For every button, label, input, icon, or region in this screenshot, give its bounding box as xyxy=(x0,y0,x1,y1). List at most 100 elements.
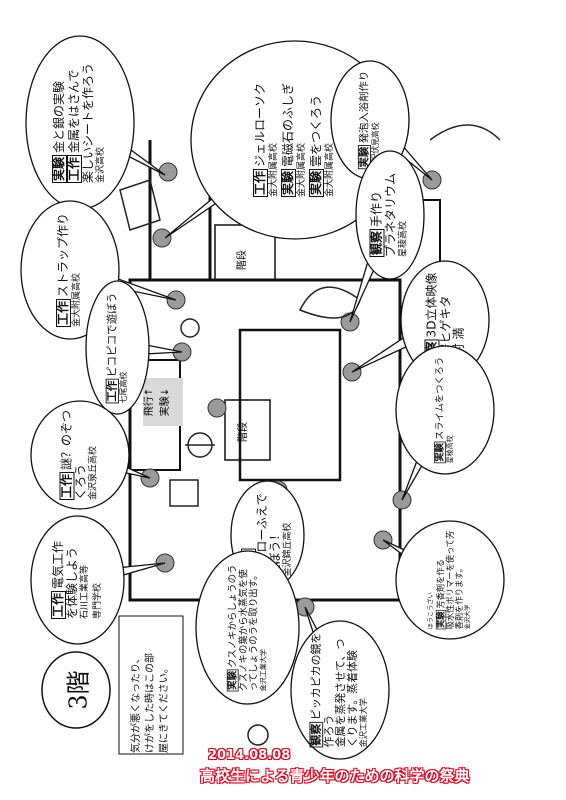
activity-text: 金属を蒸発させて、つ xyxy=(334,638,347,748)
bubble-outline xyxy=(395,345,495,501)
booth-bubble-electric: 工作電気工作を体験しよう石川工業高等専門学校 xyxy=(30,515,166,645)
bubble-row: 金大附属高校 xyxy=(71,213,84,327)
activity-text: 発泡入浴剤作り xyxy=(357,70,370,144)
school-name: 金大附属高校 xyxy=(72,273,82,328)
bubble-row: 工作電気工作 xyxy=(50,540,66,620)
activity-text: 作ろう xyxy=(322,714,335,748)
school-name: 石川工業高等 xyxy=(79,565,90,620)
category-tag: 観察 xyxy=(369,228,385,258)
activity-text: を体験しよう xyxy=(64,547,79,620)
activity-text: 謎？のぞつ xyxy=(59,409,74,470)
bubble-row: 星稜高校 xyxy=(446,357,456,463)
activity-text: 電磁石のふしぎ xyxy=(281,82,295,167)
bubble-text: 実験クスノキからしょうのうクスノキの葉から水蒸気を使ってしょうのうを取り出す。金… xyxy=(226,564,268,691)
bubble-ellipse xyxy=(395,345,495,475)
stairs-label-top: 階段 xyxy=(235,250,248,270)
activity-text: 香剤を作ります。 xyxy=(454,564,465,630)
activity-text: クスノキの葉から水蒸気を使 xyxy=(237,568,249,691)
activity-text: くろう xyxy=(73,464,88,501)
booth-bubble-slime: 実験スライムをつくろう星稜高校 xyxy=(395,345,495,501)
bubble-outline xyxy=(349,150,425,323)
bubble-row: 金沢工業大学 xyxy=(359,633,371,748)
category-tag: 実験 xyxy=(309,169,324,198)
school-name: 金沢工業大学 xyxy=(359,698,369,748)
booth-bubble-planetarium: 観察手作りプラネタリウム星稜高校 xyxy=(349,150,425,323)
first-aid-notice: 気分が悪くなったり、 けがをした時はこの部 屋にきてください。 xyxy=(118,615,184,755)
activity-text: 金属をはさんで xyxy=(67,69,81,153)
notice-line-1: 気分が悪くなったり、 xyxy=(131,653,142,753)
bubble-text: ほうこうざい実験芳香剤を作る吸水性ポリマーを使って芳香剤を作ります。金沢大学 xyxy=(427,531,473,630)
bubble-outline xyxy=(195,550,300,705)
bubble-row: 工作金属をはさんで xyxy=(67,62,82,183)
bubble-text: 工作電気工作を体験しよう石川工業高等専門学校 xyxy=(50,540,105,620)
category-tag: 工作 xyxy=(56,299,71,328)
school-name: 金沢泉丘高校 xyxy=(88,446,99,501)
notice-line-3: 屋にきてください。 xyxy=(159,663,170,753)
category-tag: 工作 xyxy=(67,154,82,183)
booth-bubble-mystery: 工作 謎？のぞつくろう金沢泉丘高校 xyxy=(30,400,151,510)
bubble-ellipse xyxy=(395,520,505,640)
bubble-row: 金沢高校 xyxy=(95,62,108,182)
bubble-ellipse xyxy=(290,620,390,760)
school-name: 七尾高校 xyxy=(119,371,129,403)
booth-bubble-mirror: 観察ピッカピカの鏡を作ろう金属を蒸発させて、つくります。蒸着体験金沢工業大学 xyxy=(290,606,390,760)
bubble-text: 工作 謎？のぞつくろう金沢泉丘高校 xyxy=(59,409,101,501)
bubble-ellipse xyxy=(195,550,300,705)
bubble-outline xyxy=(85,280,183,415)
bubble-row: 実験雲をつくろう xyxy=(309,83,324,198)
booth-bubble-gold-silver: 実験金と銀の実験工作金属をはさんで楽しいシートを作ろう金沢高校 xyxy=(25,35,166,210)
bubble-row: 香剤を作ります。 xyxy=(454,531,465,630)
activity-text: スライムをつくろう xyxy=(434,356,445,441)
bubble-row: 工作ピコピコで遊ぼう xyxy=(105,292,119,403)
school-name: 金大附属高校 xyxy=(297,143,307,198)
bubble-text: 工作ピコピコで遊ぼう七尾高校 xyxy=(105,292,130,403)
bubble-row: を体験しよう xyxy=(64,541,79,620)
bubble-text: 実験スライムをつくろう星稜高校 xyxy=(434,356,456,464)
bubble-row: 石川工業高等 xyxy=(79,541,92,619)
activity-text: くります。蒸着体験 xyxy=(345,650,359,748)
activity-text: ピコピコで遊ぼう xyxy=(105,292,118,377)
activity-text: クスノキからしょうのう xyxy=(226,564,238,668)
bubble-row: 実験クスノキからしょうのう xyxy=(226,564,239,691)
category-tag: 実験 xyxy=(52,154,67,183)
school-name: ほうこうざい xyxy=(427,592,435,630)
bubble-row: 金大附属高校 xyxy=(296,83,309,197)
floor-label-text: 3階 xyxy=(64,670,93,710)
bubble-outline xyxy=(30,400,151,510)
bubble-row: 金大附属高校 xyxy=(268,83,281,197)
booth-bubble-aroma: ほうこうざい実験芳香剤を作る吸水性ポリマーを使って芳香剤を作ります。金沢大学 xyxy=(382,520,505,640)
category-tag: 実験 xyxy=(281,169,296,198)
school-name: 金沢大学 xyxy=(464,604,472,630)
bubble-ellipse xyxy=(30,515,125,645)
booth-bubble-camphor: 実験クスノキからしょうのうクスノキの葉から水蒸気を使ってしょうのうを取り出す。金… xyxy=(195,550,300,705)
event-banner: 2014.08.08 高校生による青少年のための科学の祭典 xyxy=(200,748,562,796)
bubble-outline xyxy=(382,520,505,640)
bubble-ellipse xyxy=(355,150,425,280)
activity-text: 雲をつくろう xyxy=(309,94,323,167)
bubble-text: 工作ストラップ作り金大附属高校 xyxy=(56,213,84,328)
activity-text: 金と銀の実験 xyxy=(52,80,66,153)
bubble-row: 金沢大学 xyxy=(464,531,473,630)
school-name: 星稜高校 xyxy=(398,220,409,258)
school-name: 金沢高校 xyxy=(96,146,106,183)
school-name: 金大附属高校 xyxy=(269,143,279,198)
school-name: 専門学校 xyxy=(92,583,103,620)
bubble-row: 実験金と銀の実験 xyxy=(52,62,67,183)
decor-illustrations xyxy=(119,124,501,746)
category-tag: 観察 xyxy=(309,721,324,748)
bubble-ellipse xyxy=(85,280,150,415)
aisle-label-fly: 飛行↑ xyxy=(142,388,155,416)
bubble-row: 専門学校 xyxy=(92,541,105,619)
activity-text: 電気工作 xyxy=(50,540,65,589)
bubble-text: 工作ジェルローソク金大附属高校実験電磁石のふしぎ金大附属高校実験雲をつくろう金大… xyxy=(253,82,337,198)
activity-text: ピッカピカの鏡を xyxy=(309,632,323,721)
category-tag: 工作 xyxy=(59,472,75,501)
bubble-text: 観察ピッカピカの鏡を作ろう金属を蒸発させて、つくります。蒸着体験金沢工業大学 xyxy=(309,633,370,748)
bubble-row: 実験スライムをつくろう xyxy=(434,356,446,464)
activity-text: 手作り xyxy=(369,190,384,227)
activity-text: ジェルローソク xyxy=(253,82,267,167)
bubble-row: 観察手作り xyxy=(369,173,385,258)
booth-bubble-bath-salt: 実験発泡入浴剤作り金沢伏見高校 xyxy=(330,60,433,181)
bubble-row: 実験電磁石のふしぎ xyxy=(281,82,296,198)
